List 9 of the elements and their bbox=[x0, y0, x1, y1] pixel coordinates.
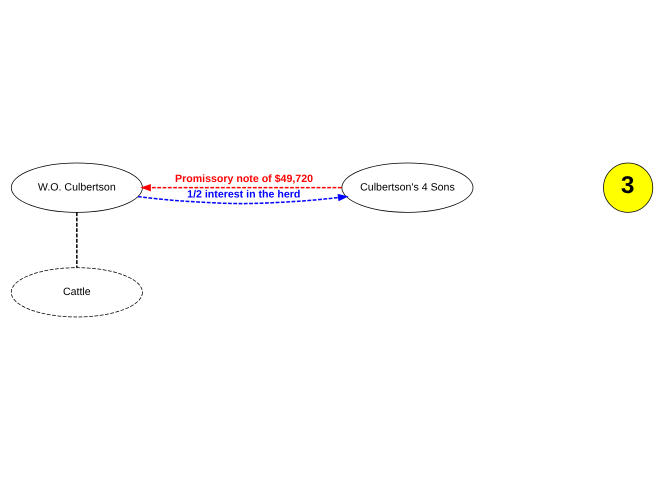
connector bbox=[76, 212, 78, 267]
arrow bbox=[140, 183, 342, 191]
edge-label: Promissory note of $49,720 bbox=[175, 172, 314, 184]
node-ellipse: W.O. Culbertson bbox=[10, 162, 143, 212]
edge-label: 1/2 interest in the herd bbox=[187, 188, 300, 200]
node-circle: 3 bbox=[603, 162, 654, 212]
arrow bbox=[138, 193, 349, 204]
node-ellipse: Culbertson's 4 Sons bbox=[341, 162, 474, 212]
node-ellipse: Cattle bbox=[10, 266, 143, 317]
